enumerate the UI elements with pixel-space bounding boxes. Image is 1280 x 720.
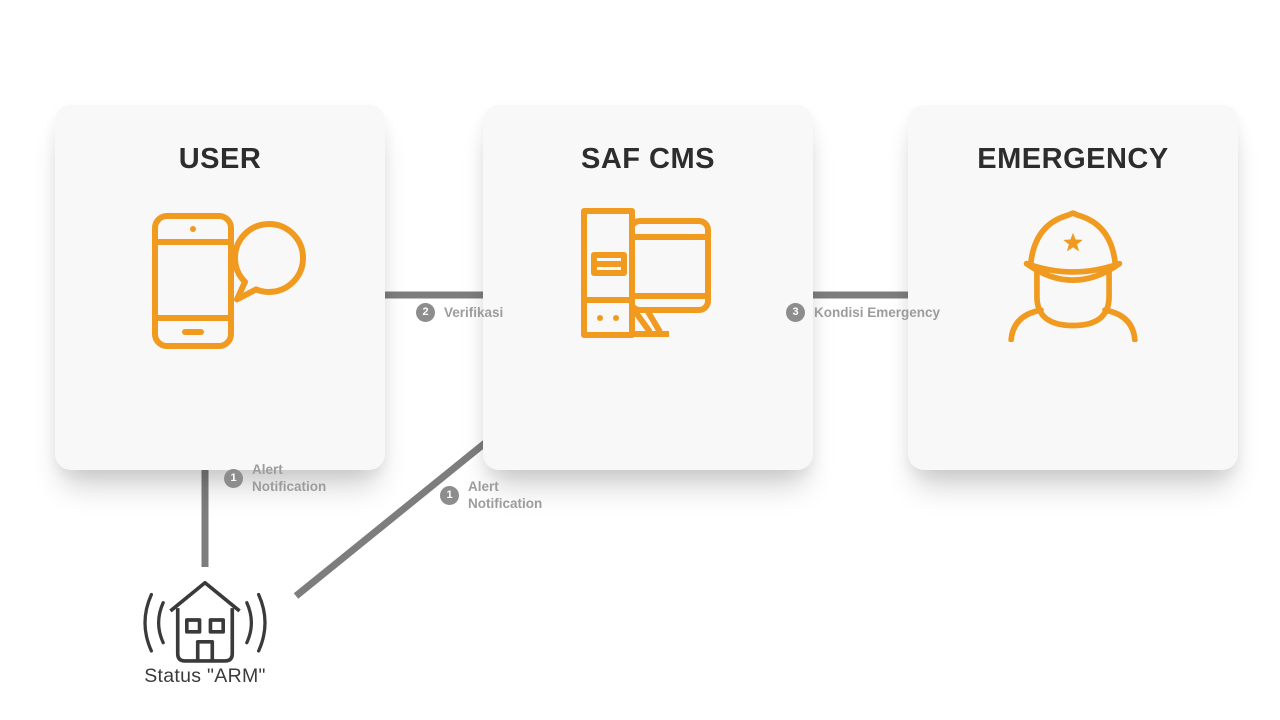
card-saf-cms-title: SAF CMS: [581, 143, 715, 175]
flow-label-text: Kondisi Emergency: [814, 304, 941, 320]
alarm-house-icon: [130, 570, 280, 670]
police-officer-icon: [908, 208, 1238, 342]
card-saf-cms: SAF CMS: [483, 105, 813, 470]
step-badge-3: 3: [786, 303, 805, 322]
card-user: USER: [55, 105, 385, 470]
step-badge-1: 1: [224, 468, 243, 488]
flow-label-kondisi-emergency: 3 Kondisi Emergency: [786, 303, 940, 322]
flow-label-text: Alert Notification: [468, 479, 543, 512]
card-user-title: USER: [178, 143, 262, 175]
step-badge-1: 1: [440, 485, 459, 505]
flow-label-alert-notification-user: 1 Alert Notification: [224, 461, 326, 496]
card-emergency-title: EMERGENCY: [977, 143, 1169, 175]
status-arm-caption: Status "ARM": [144, 665, 266, 687]
flow-label-text: Verifikasi: [444, 304, 504, 320]
desktop-computer-icon: [483, 208, 813, 342]
step-badge-2: 2: [416, 303, 435, 322]
flow-label-alert-notification-cms: 1 Alert Notification: [440, 478, 542, 513]
phone-chat-icon: [69, 208, 385, 356]
flow-label-text: Alert Notification: [252, 462, 327, 495]
flow-label-verifikasi: 2 Verifikasi: [416, 303, 503, 322]
card-emergency: EMERGENCY: [908, 105, 1238, 470]
